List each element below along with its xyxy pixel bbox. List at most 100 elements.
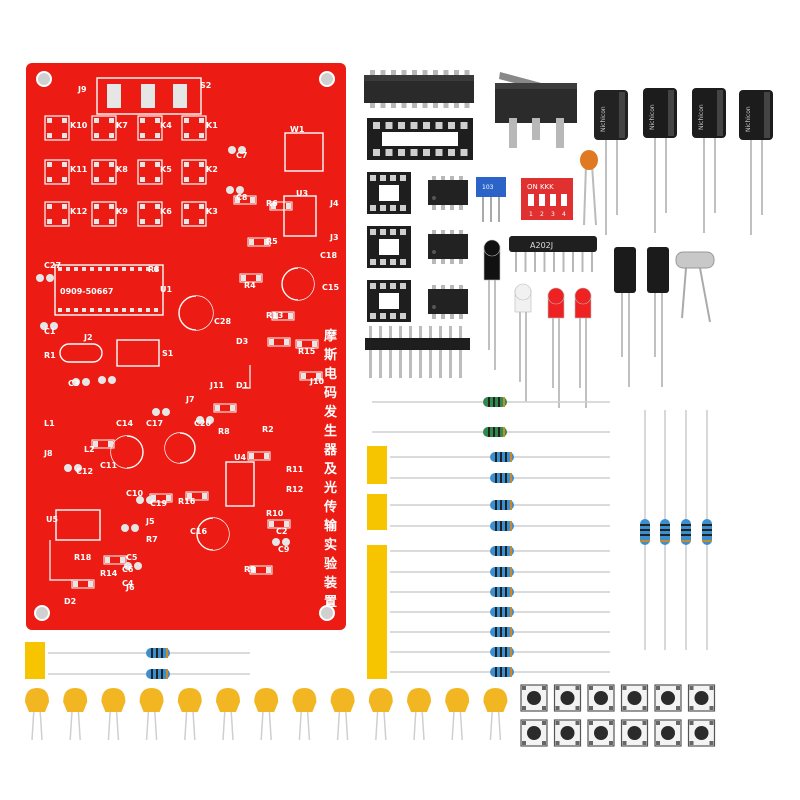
band xyxy=(505,627,507,637)
pcb-label: J7 xyxy=(185,395,195,404)
band xyxy=(495,627,497,637)
pcb-title-char: 光 xyxy=(323,480,337,496)
electrolytic-capacitor xyxy=(647,247,669,293)
key-footprint xyxy=(181,201,207,227)
switch-corner xyxy=(622,741,627,745)
band xyxy=(156,669,158,679)
lead xyxy=(153,707,158,741)
pcb-label: K10 xyxy=(70,121,88,130)
pad xyxy=(230,405,235,411)
pad xyxy=(109,177,114,182)
socket-hole xyxy=(380,259,386,265)
pad xyxy=(106,308,110,312)
pin xyxy=(380,102,386,108)
tape-strip xyxy=(25,642,45,679)
socket-hole xyxy=(380,313,386,319)
pcb-label: R4 xyxy=(244,281,256,290)
switch-button xyxy=(594,726,608,740)
via xyxy=(196,416,204,424)
band xyxy=(498,397,500,407)
resistor-footprint xyxy=(213,403,237,413)
trimmer-label: 103 xyxy=(482,184,494,191)
socket-hole xyxy=(435,149,443,156)
pcb-label: K3 xyxy=(206,207,218,216)
socket-hole xyxy=(370,229,376,235)
pcb-label: C12 xyxy=(76,467,93,476)
pad xyxy=(250,197,255,203)
resistor-footprint xyxy=(271,311,295,321)
switch-corner xyxy=(622,706,627,710)
band xyxy=(681,540,691,542)
pin xyxy=(450,285,454,290)
pad xyxy=(146,267,150,271)
led-dome xyxy=(574,287,592,305)
switch-corner xyxy=(555,741,560,745)
capacitor-mark: Nichicon xyxy=(745,106,752,132)
pad xyxy=(199,204,204,209)
band xyxy=(505,667,507,677)
via xyxy=(228,146,236,154)
via xyxy=(226,186,234,194)
lead xyxy=(184,707,188,741)
pin xyxy=(370,70,375,76)
pad xyxy=(47,177,52,182)
led-dome xyxy=(483,239,501,257)
pin xyxy=(441,285,445,290)
band xyxy=(660,534,670,536)
switch-button xyxy=(661,691,675,705)
pin1-mark xyxy=(432,250,436,254)
switch-corner xyxy=(542,741,546,745)
pcb-label: C14 xyxy=(116,419,133,428)
pcb-title-char: 及 xyxy=(324,462,338,477)
pin xyxy=(454,102,459,108)
band xyxy=(495,500,497,510)
pad xyxy=(273,313,278,319)
pad xyxy=(140,118,145,123)
pcb-label: K8 xyxy=(116,165,128,174)
resistor-footprint xyxy=(247,237,271,247)
band xyxy=(640,534,650,536)
stripe xyxy=(764,92,770,138)
capacitor-mark: Nichicon xyxy=(698,104,705,130)
capacitor-mark: Nichicon xyxy=(649,104,656,130)
band xyxy=(660,524,670,526)
pin xyxy=(422,102,428,108)
band xyxy=(495,473,497,483)
switch-corner xyxy=(589,741,593,745)
lead xyxy=(230,707,234,741)
pcb-label: J3 xyxy=(329,233,339,242)
pin xyxy=(401,70,407,76)
pad xyxy=(140,219,145,224)
pcb-label: R5 xyxy=(266,237,278,246)
pad xyxy=(184,219,189,224)
pad xyxy=(120,557,125,563)
pad xyxy=(284,521,289,527)
trace xyxy=(49,540,90,581)
pcb-title-char: 装 xyxy=(323,575,337,591)
pin xyxy=(443,102,449,108)
pad xyxy=(74,308,78,312)
pin xyxy=(459,285,463,290)
band xyxy=(702,524,712,526)
dip-number: 4 xyxy=(562,211,566,218)
pcb-title-char: 实 xyxy=(324,537,337,553)
pad xyxy=(301,373,306,379)
dip16-socket xyxy=(367,118,473,160)
pcb-label: C11 xyxy=(100,461,117,470)
band xyxy=(510,567,512,577)
switch-corner xyxy=(676,741,680,745)
switch-corner xyxy=(689,721,694,725)
electrolytic-capacitors-small xyxy=(614,247,669,387)
socket-hole xyxy=(390,205,396,211)
pad xyxy=(74,267,78,271)
ceramic-capacitor xyxy=(25,688,49,712)
switch-corner xyxy=(656,741,660,745)
header-pin xyxy=(379,326,382,378)
pin xyxy=(450,258,454,264)
pin xyxy=(380,70,386,76)
stripe xyxy=(717,90,723,136)
pcb-label: K12 xyxy=(70,207,87,216)
pcb-title-char: 器 xyxy=(323,443,338,458)
band xyxy=(500,667,502,677)
